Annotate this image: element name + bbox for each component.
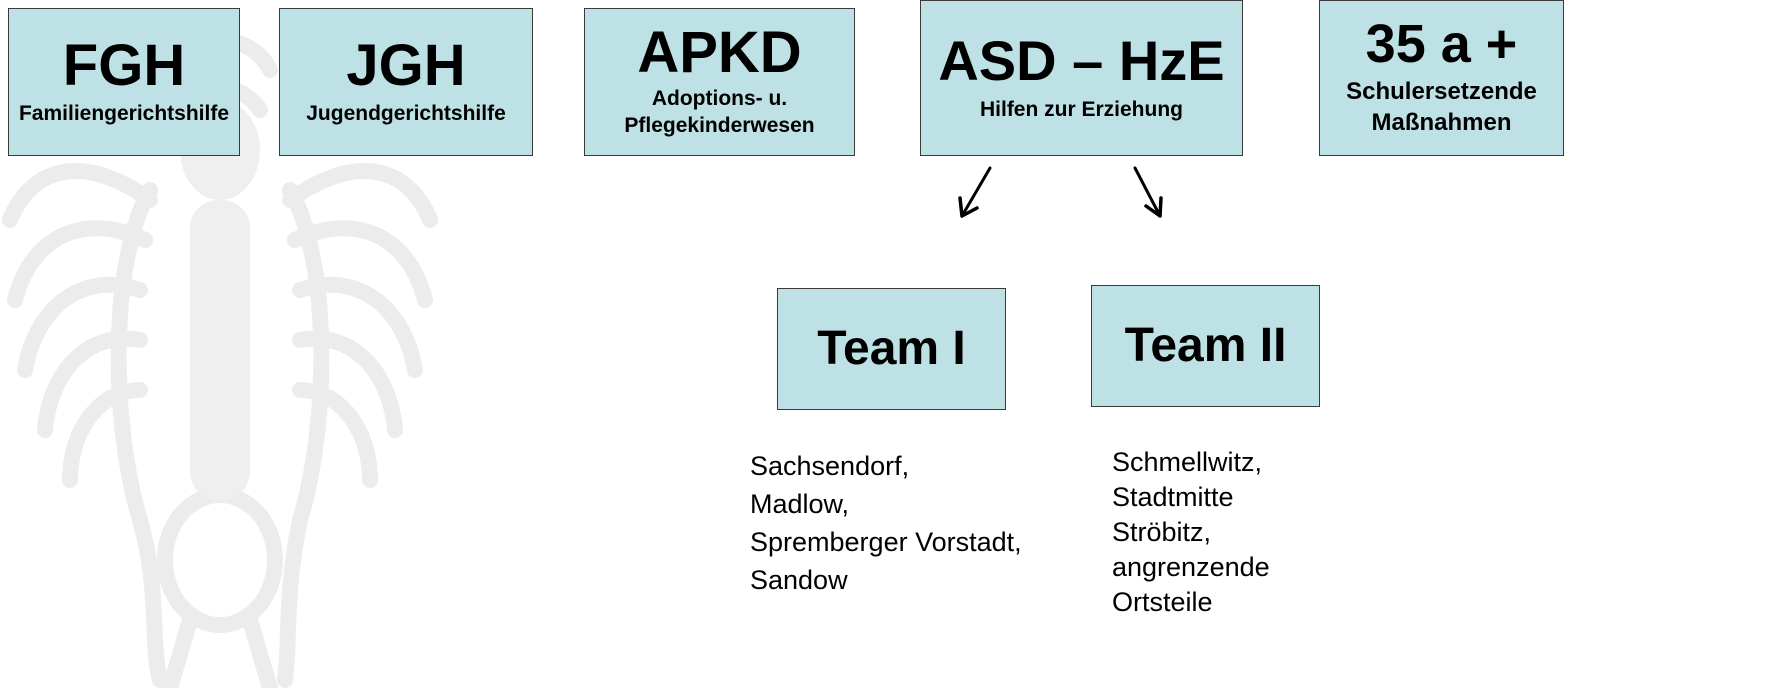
- team2-area: angrenzende: [1112, 552, 1270, 582]
- arrow-to-team1: [960, 166, 992, 218]
- jgh-title: JGH: [346, 32, 466, 98]
- apkd-title: APKD: [637, 20, 802, 86]
- apkd-subtitle-line-1: Adoptions- u.: [651, 87, 788, 111]
- apkd-subtitle-line-2: Pflegekinderwesen: [624, 114, 815, 137]
- team1-area: Spremberger Vorstadt,: [750, 527, 1022, 557]
- team2-title: Team II: [1124, 319, 1287, 372]
- fgh-subtitle: Familiengerichtshilfe: [18, 101, 230, 125]
- team1-areas: Sachsendorf, Madlow, Spremberger Vorstad…: [750, 447, 1022, 599]
- s35a-subtitle-line-1: Schulersetzende: [1346, 78, 1537, 106]
- team1-box: Team I: [777, 288, 1006, 410]
- asd-box: ASD – HzE Hilfen zur Erziehung: [920, 0, 1243, 156]
- arrow-to-team2: [1133, 166, 1162, 218]
- s35a-subtitle-line-2: Maßnahmen: [1371, 109, 1512, 136]
- team2-box: Team II: [1091, 285, 1320, 407]
- team2-areas: Schmellwitz, Stadtmitte Ströbitz, angren…: [1112, 445, 1270, 620]
- apkd-box: APKD Adoptions- u. Pflegekinderwesen: [584, 8, 855, 156]
- team1-area: Madlow,: [750, 489, 850, 519]
- team2-area: Ströbitz,: [1112, 517, 1212, 547]
- team1-title: Team I: [817, 322, 966, 375]
- jgh-box: JGH Jugendgerichtshilfe: [279, 8, 533, 156]
- team1-area: Sachsendorf,: [750, 451, 910, 481]
- asd-subtitle: Hilfen zur Erziehung: [979, 97, 1183, 121]
- team2-area: Stadtmitte: [1112, 482, 1234, 512]
- fgh-title: FGH: [62, 32, 186, 98]
- team1-area: Sandow: [750, 565, 848, 595]
- s35a-title: 35 a +: [1365, 14, 1518, 75]
- fgh-box: FGH Familiengerichtshilfe: [8, 8, 240, 156]
- team2-area: Ortsteile: [1112, 587, 1213, 617]
- asd-title: ASD – HzE: [938, 28, 1225, 92]
- team2-area: Schmellwitz,: [1112, 447, 1263, 477]
- jgh-subtitle: Jugendgerichtshilfe: [306, 101, 506, 125]
- s35a-box: 35 a + Schulersetzende Maßnahmen: [1319, 0, 1564, 156]
